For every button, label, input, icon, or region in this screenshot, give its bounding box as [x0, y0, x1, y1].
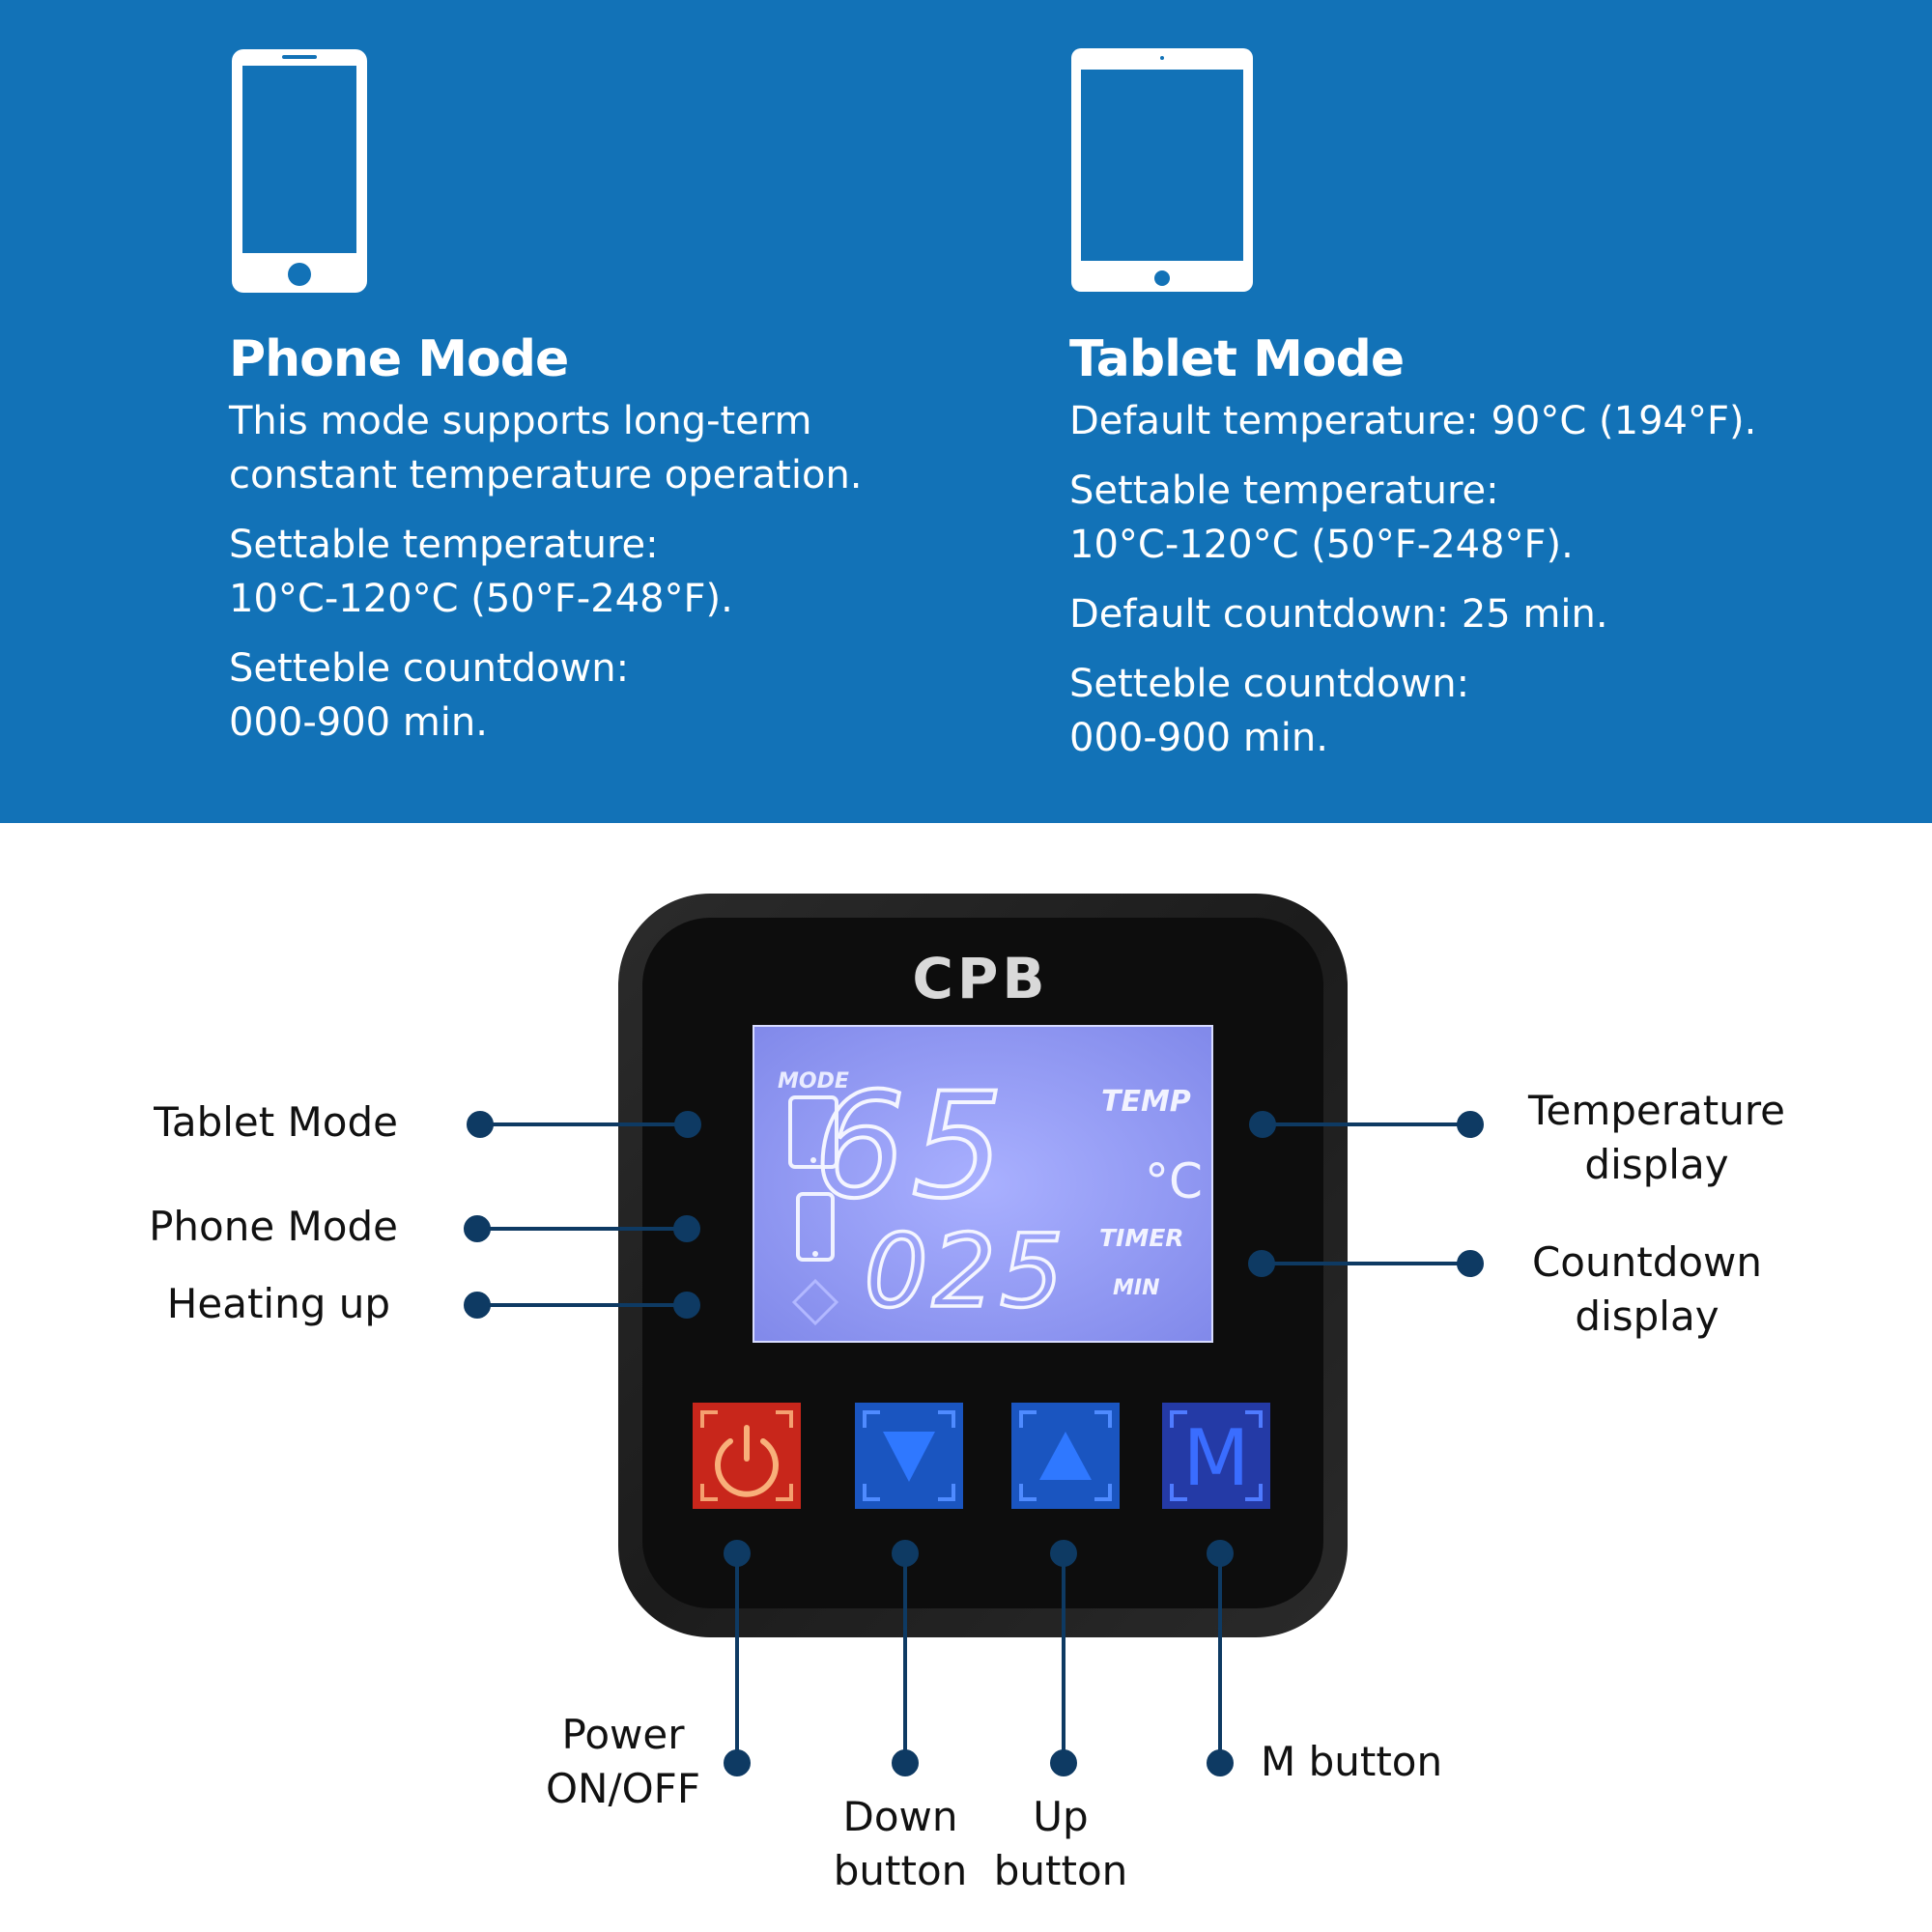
phone-mode-description: This mode supports long-term constant te…: [229, 394, 982, 765]
phone-mode-line: Settable temperature: 10°C-120°C (50°F-2…: [229, 523, 733, 621]
lcd-phone-icon: [796, 1192, 835, 1262]
callout-m-button: M button: [1261, 1738, 1443, 1785]
callout-down-button: Down button: [833, 1793, 968, 1894]
callout-power: Power ON/OFF: [545, 1711, 700, 1812]
callout-temperature-display: Temperature display: [1527, 1087, 1786, 1188]
tablet-mode-line: Settable temperature: 10°C-120°C (50°F-2…: [1069, 469, 1574, 567]
phone-mode-title: Phone Mode: [229, 330, 569, 388]
callout-phone-mode: Phone Mode: [149, 1203, 398, 1250]
tablet-mode-line: Setteble countdown: 000-900 min.: [1069, 662, 1470, 760]
lcd-timer-unit: MIN: [1113, 1276, 1160, 1300]
tablet-mode-line: Default temperature: 90°C (194°F).: [1069, 399, 1757, 443]
up-arrow-icon: [1039, 1432, 1092, 1480]
phone-mode-line: This mode supports long-term constant te…: [229, 399, 863, 497]
tablet-mode-description: Default temperature: 90°C (194°F). Setta…: [1069, 394, 1823, 781]
tablet-mode-line: Default countdown: 25 min.: [1069, 592, 1608, 637]
callout-heating-up: Heating up: [166, 1280, 390, 1327]
callout-countdown-display: Countdown display: [1531, 1238, 1763, 1340]
lcd-temp-label: TEMP: [1101, 1085, 1191, 1119]
smartphone-icon: [232, 49, 367, 293]
lcd-temperature-value: 65: [813, 1063, 1009, 1231]
lcd-mode-label: MODE: [778, 1069, 849, 1094]
lcd-timer-label: TIMER: [1099, 1224, 1184, 1252]
callout-up-button: Up button: [993, 1793, 1128, 1894]
lcd-temp-unit: °C: [1145, 1153, 1203, 1209]
up-button[interactable]: [1011, 1403, 1120, 1509]
lcd-screen: MODE 65 TEMP °C 025 TIMER MIN: [753, 1025, 1213, 1343]
lcd-timer-value: 025: [864, 1212, 1067, 1330]
phone-mode-line: Setteble countdown: 000-900 min.: [229, 646, 630, 745]
m-button[interactable]: M: [1162, 1403, 1270, 1509]
down-button[interactable]: [855, 1403, 963, 1509]
lcd-tablet-icon: [788, 1095, 838, 1169]
lcd-heating-icon: [791, 1278, 839, 1326]
power-button[interactable]: [693, 1403, 801, 1509]
down-arrow-icon: [883, 1432, 935, 1482]
m-button-label: M: [1182, 1413, 1249, 1503]
callout-tablet-mode: Tablet Mode: [154, 1098, 398, 1146]
tablet-mode-title: Tablet Mode: [1069, 330, 1405, 388]
brand-logo: CPB: [912, 946, 1048, 1011]
leader-lines: [464, 1111, 1484, 1776]
tablet-icon: [1071, 48, 1253, 292]
power-icon: [715, 1425, 779, 1497]
